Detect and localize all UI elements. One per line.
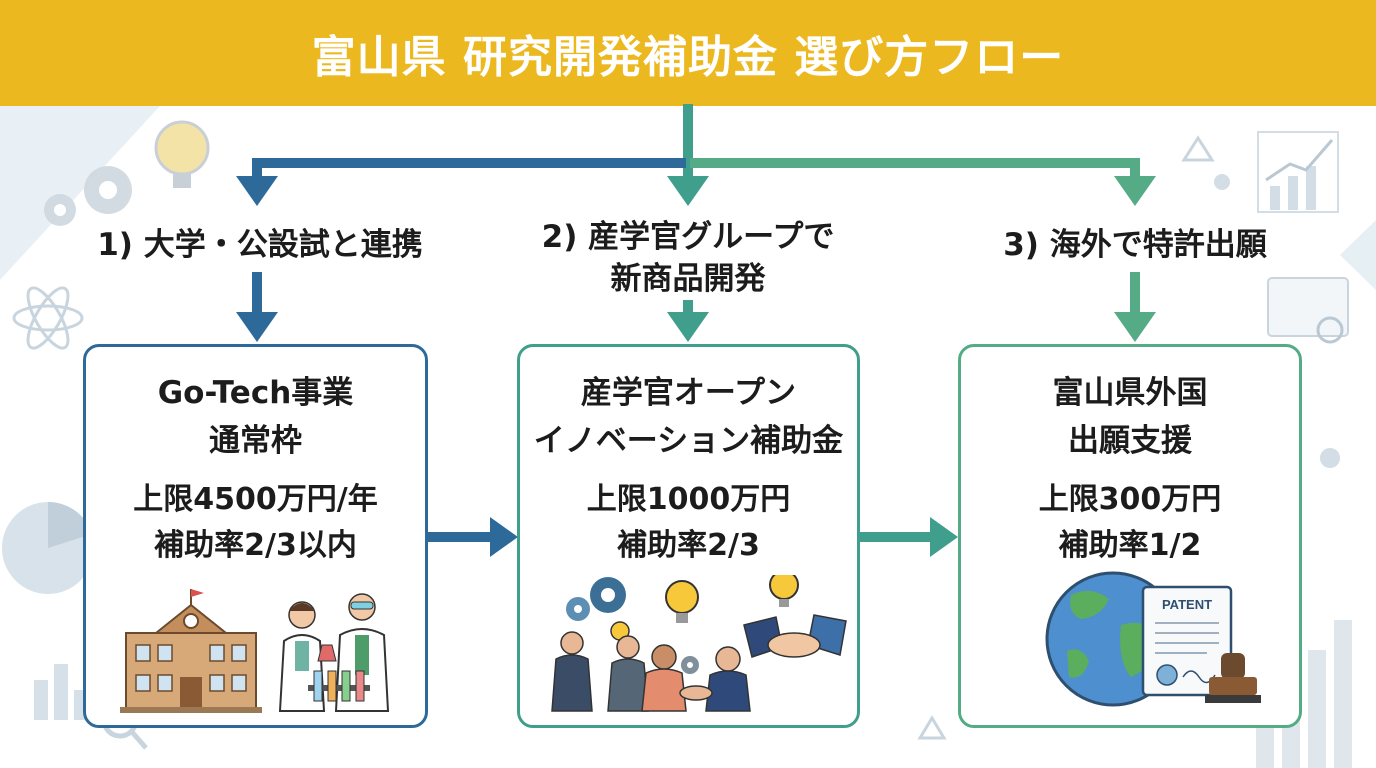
program-details: 上限4500万円/年 補助率2/3以内	[86, 477, 425, 569]
program-title-line2: イノベーション補助金	[533, 423, 844, 459]
header-banner: 富山県 研究開発補助金 選び方フロー	[0, 0, 1376, 106]
program-title: 産学官オープン イノベーション補助金	[520, 369, 857, 465]
program-details: 上限300万円 補助率1/2	[961, 477, 1299, 569]
program-details: 上限1000万円 補助率2/3	[520, 477, 857, 569]
program-title-line1: 富山県外国	[1052, 375, 1208, 411]
patent-document-icon: PATENT	[1141, 585, 1233, 697]
program-title: 富山県外国 出願支援	[961, 369, 1299, 465]
lightbulb-icon	[769, 575, 799, 607]
university-and-researchers-icon	[120, 589, 390, 713]
bar-chart-icon	[34, 664, 88, 720]
growth-chart-icon	[1257, 131, 1339, 213]
step-1-label: 1) 大学・公設試と連携	[97, 227, 423, 263]
program-rate: 補助率2/3	[617, 528, 760, 563]
program-rate: 補助率1/2	[1058, 528, 1202, 563]
gear-icon	[681, 656, 699, 674]
handshake-icon	[743, 614, 847, 658]
program-card-go-tech: Go-Tech事業 通常枠 上限4500万円/年 補助率2/3以内	[83, 344, 428, 728]
step-3-label: 3) 海外で特許出願	[1003, 227, 1267, 263]
analytics-window-icon	[1267, 277, 1349, 344]
step-2-label: 2) 産学官グループで 新商品開発	[480, 216, 896, 300]
program-title-line2: 出願支援	[1068, 423, 1192, 459]
gear-icon	[44, 166, 132, 226]
program-rate: 補助率2/3以内	[154, 528, 357, 563]
program-title-line1: Go-Tech事業	[157, 375, 354, 411]
business-people-icon	[551, 631, 751, 712]
program-title-line2: 通常枠	[209, 423, 302, 459]
program-title: Go-Tech事業 通常枠	[86, 369, 425, 465]
stamp-icon	[1205, 653, 1261, 703]
step-2-label-line1: 2) 産学官グループで	[541, 219, 835, 255]
lightbulb-icon	[154, 120, 210, 188]
pie-chart-icon	[2, 501, 94, 594]
program-title-line1: 産学官オープン	[580, 375, 797, 411]
program-limit: 上限1000万円	[586, 482, 791, 517]
lightbulb-icon	[665, 580, 699, 623]
step-2-label-line2: 新商品開発	[610, 261, 766, 297]
program-limit: 上限300万円	[1038, 482, 1222, 517]
gear-icon	[566, 577, 626, 621]
program-card-foreign-application: 富山県外国 出願支援 上限300万円 補助率1/2 PATENT	[958, 344, 1302, 728]
collaboration-handshake-icon	[551, 575, 847, 712]
scientist-icon	[278, 601, 326, 712]
page-title: 富山県 研究開発補助金 選び方フロー	[311, 32, 1065, 83]
test-tubes-icon	[308, 644, 370, 702]
atom-icon	[12, 286, 84, 350]
patent-label: PATENT	[1162, 597, 1212, 612]
globe-patent-icon: PATENT	[1045, 571, 1261, 707]
program-limit: 上限4500万円/年	[133, 482, 378, 517]
program-card-open-innovation: 産学官オープン イノベーション補助金 上限1000万円 補助率2/3	[517, 344, 860, 728]
